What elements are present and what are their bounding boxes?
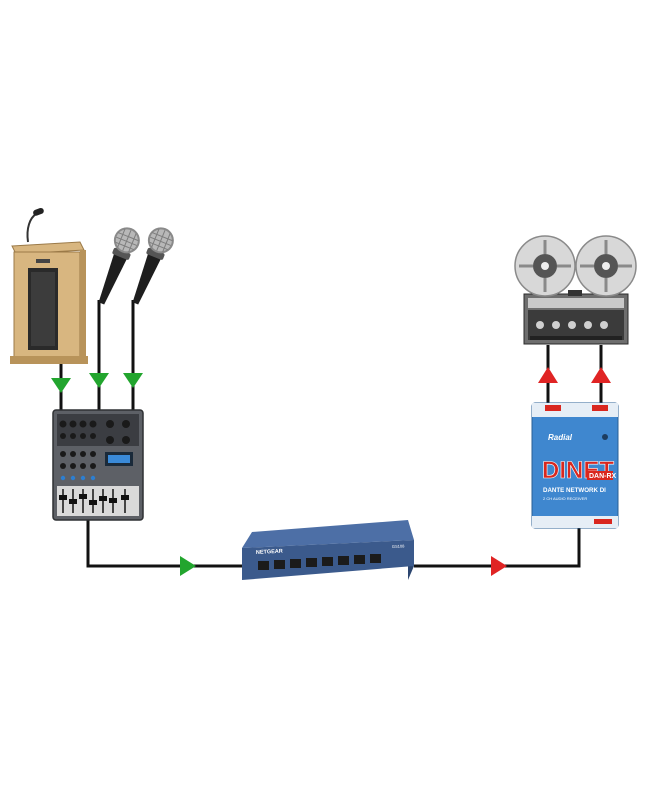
di-model: DAN-RX: [589, 473, 617, 480]
wire-mixer-switch: [86, 518, 242, 568]
di-tagline: 2 CH AUDIO RECEIVER: [543, 496, 587, 501]
reel-to-reel-recorder-icon: [514, 235, 637, 345]
arrow-right-icon: [180, 556, 196, 576]
arrow-up-icon: [538, 367, 558, 383]
ethernet-port-icon: [258, 554, 381, 570]
microphone-1: [98, 227, 140, 305]
podium-microphone-icon: [10, 207, 88, 364]
arrow-right-icon: [491, 556, 507, 576]
arrow-down-icon: [89, 373, 109, 388]
tape-reel-left: [514, 235, 576, 297]
tape-reel-right: [575, 235, 637, 297]
arrow-up-icon: [591, 367, 611, 383]
dante-di-box-icon: Radial DINET DAN-RX DANTE NETWORK DI 2 C…: [531, 402, 619, 529]
di-knob: [602, 434, 608, 440]
arrow-down-icon: [123, 373, 143, 388]
handheld-microphone-icon: [132, 227, 174, 305]
switch-brand: NETGEAR: [256, 549, 283, 556]
di-subtitle: DANTE NETWORK DI: [543, 487, 606, 494]
handheld-microphone-icon: [98, 227, 140, 305]
input-arrows: [51, 373, 196, 576]
wire-switch-di: [414, 528, 581, 568]
di-brand: Radial: [548, 433, 573, 442]
microphone-2: [132, 227, 174, 305]
output-arrows: [491, 367, 611, 576]
audio-mixer-icon: [52, 409, 144, 521]
arrow-down-icon: [51, 378, 71, 393]
network-switch-icon: NETGEAR GS108: [242, 520, 414, 580]
di-name: DINET: [542, 457, 614, 484]
switch-model: GS108: [392, 543, 405, 549]
